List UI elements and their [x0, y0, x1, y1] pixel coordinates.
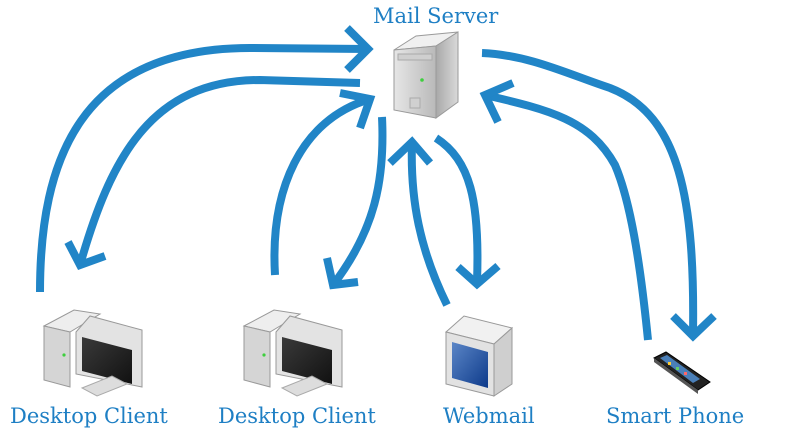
arrow-desktop1-to-server [36, 43, 369, 293]
desktop-client-2-node [242, 292, 352, 401]
arrowhead-server-to-desktop1 [64, 240, 107, 270]
webmail-node [444, 312, 514, 401]
arrow-server-to-phone [481, 49, 698, 336]
arrow-phone-to-server [484, 91, 652, 341]
desktop-client-1-label: Desktop Client [10, 404, 168, 428]
monitor-icon [444, 315, 514, 397]
desktop-client-2-label: Desktop Client [218, 404, 376, 428]
arrowhead-webmail-to-server [387, 136, 434, 166]
arrow-webmail-to-server [407, 141, 451, 307]
arrowhead-server-to-phone [670, 313, 717, 342]
webmail-label: Webmail [443, 404, 535, 428]
arrowhead-desktop2-to-server [339, 89, 376, 130]
mail-server-node [392, 30, 462, 130]
arrow-desktop2-to-server [270, 95, 372, 276]
desktop-computer-icon [42, 309, 143, 397]
arrowhead-server-to-webmail [455, 262, 501, 290]
smart-phone-label: Smart Phone [606, 404, 745, 428]
mail-server-label: Mail Server [373, 4, 499, 28]
arrow-server-to-desktop1 [76, 75, 361, 267]
arrowhead-phone-to-server [479, 79, 515, 124]
smart-phone-node [652, 350, 712, 404]
arrowhead-desktop1-to-server [344, 25, 374, 73]
smartphone-icon [653, 351, 711, 394]
arrow-server-to-desktop2 [329, 116, 387, 288]
server-tower-icon [393, 31, 459, 119]
desktop-client-1-node [42, 292, 152, 401]
arrow-server-to-webmail [433, 134, 482, 283]
desktop-computer-icon [242, 309, 343, 397]
arrowhead-server-to-desktop2 [323, 257, 359, 290]
